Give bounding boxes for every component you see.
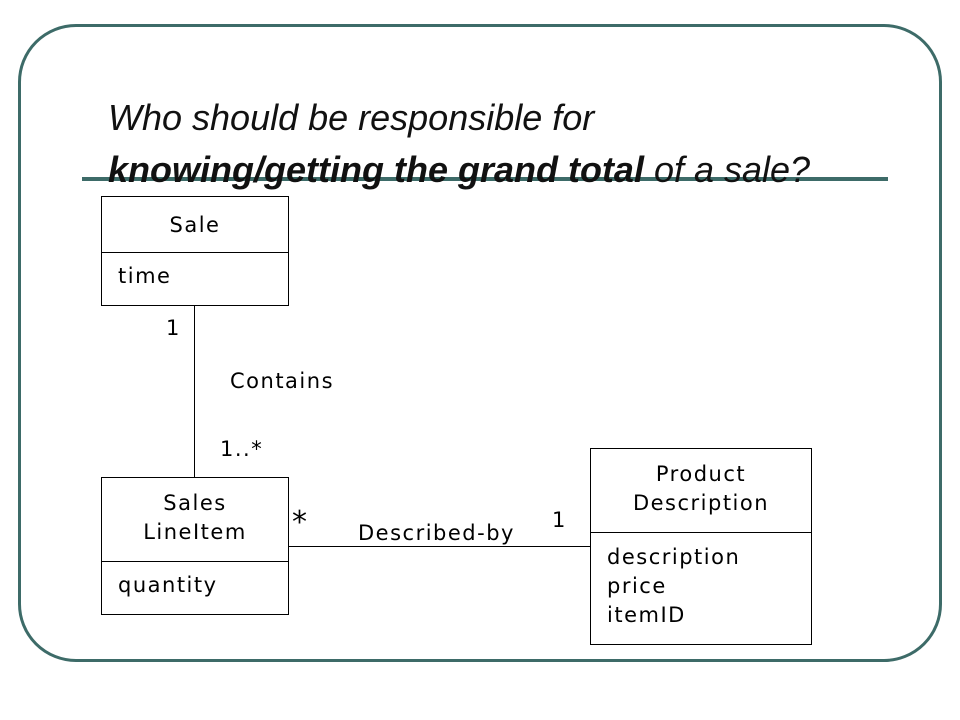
- uml-class-sales-lineitem: Sales LineItem quantity: [101, 477, 289, 615]
- class-name-sale: Sale: [102, 197, 288, 253]
- contains-association-line: [194, 306, 195, 477]
- class-attributes-product-description: description price itemID: [591, 533, 811, 630]
- multiplicity-product-end: 1: [552, 508, 567, 532]
- slide-title: Who should be responsible for knowing/ge…: [108, 92, 878, 196]
- uml-class-product-description: Product Description description price it…: [590, 448, 812, 645]
- title-part-3: of a sale?: [643, 149, 811, 190]
- class-attributes-sale: time: [102, 253, 288, 288]
- attribute-itemid: itemID: [607, 603, 686, 627]
- multiplicity-sale-end: 1: [166, 316, 181, 340]
- uml-class-sale: Sale time: [101, 196, 289, 306]
- multiplicity-lineitem-end: 1..*: [220, 437, 264, 461]
- association-label-contains: Contains: [230, 369, 335, 393]
- attribute-price: price: [607, 574, 667, 598]
- title-rule: [82, 177, 888, 181]
- class-attributes-sales-lineitem: quantity: [102, 562, 288, 597]
- class-name-product-description: Product Description: [591, 449, 811, 533]
- attribute-description: description: [607, 545, 741, 569]
- title-part-1: Who should be responsible for: [108, 97, 595, 138]
- multiplicity-lineitem-described-end: *: [292, 505, 309, 540]
- described-by-association-line: [289, 546, 590, 547]
- attribute-time: time: [118, 264, 172, 288]
- class-name-line-1: Product: [655, 462, 747, 486]
- title-part-2-bold: knowing/getting the grand total: [108, 149, 644, 190]
- association-label-described-by: Described-by: [358, 521, 515, 545]
- class-name-line-2: LineItem: [143, 520, 247, 544]
- class-name-line-2: Description: [632, 491, 770, 515]
- class-name-sales-lineitem: Sales LineItem: [102, 478, 288, 562]
- attribute-quantity: quantity: [118, 573, 218, 597]
- class-name-line-1: Sales: [163, 491, 227, 515]
